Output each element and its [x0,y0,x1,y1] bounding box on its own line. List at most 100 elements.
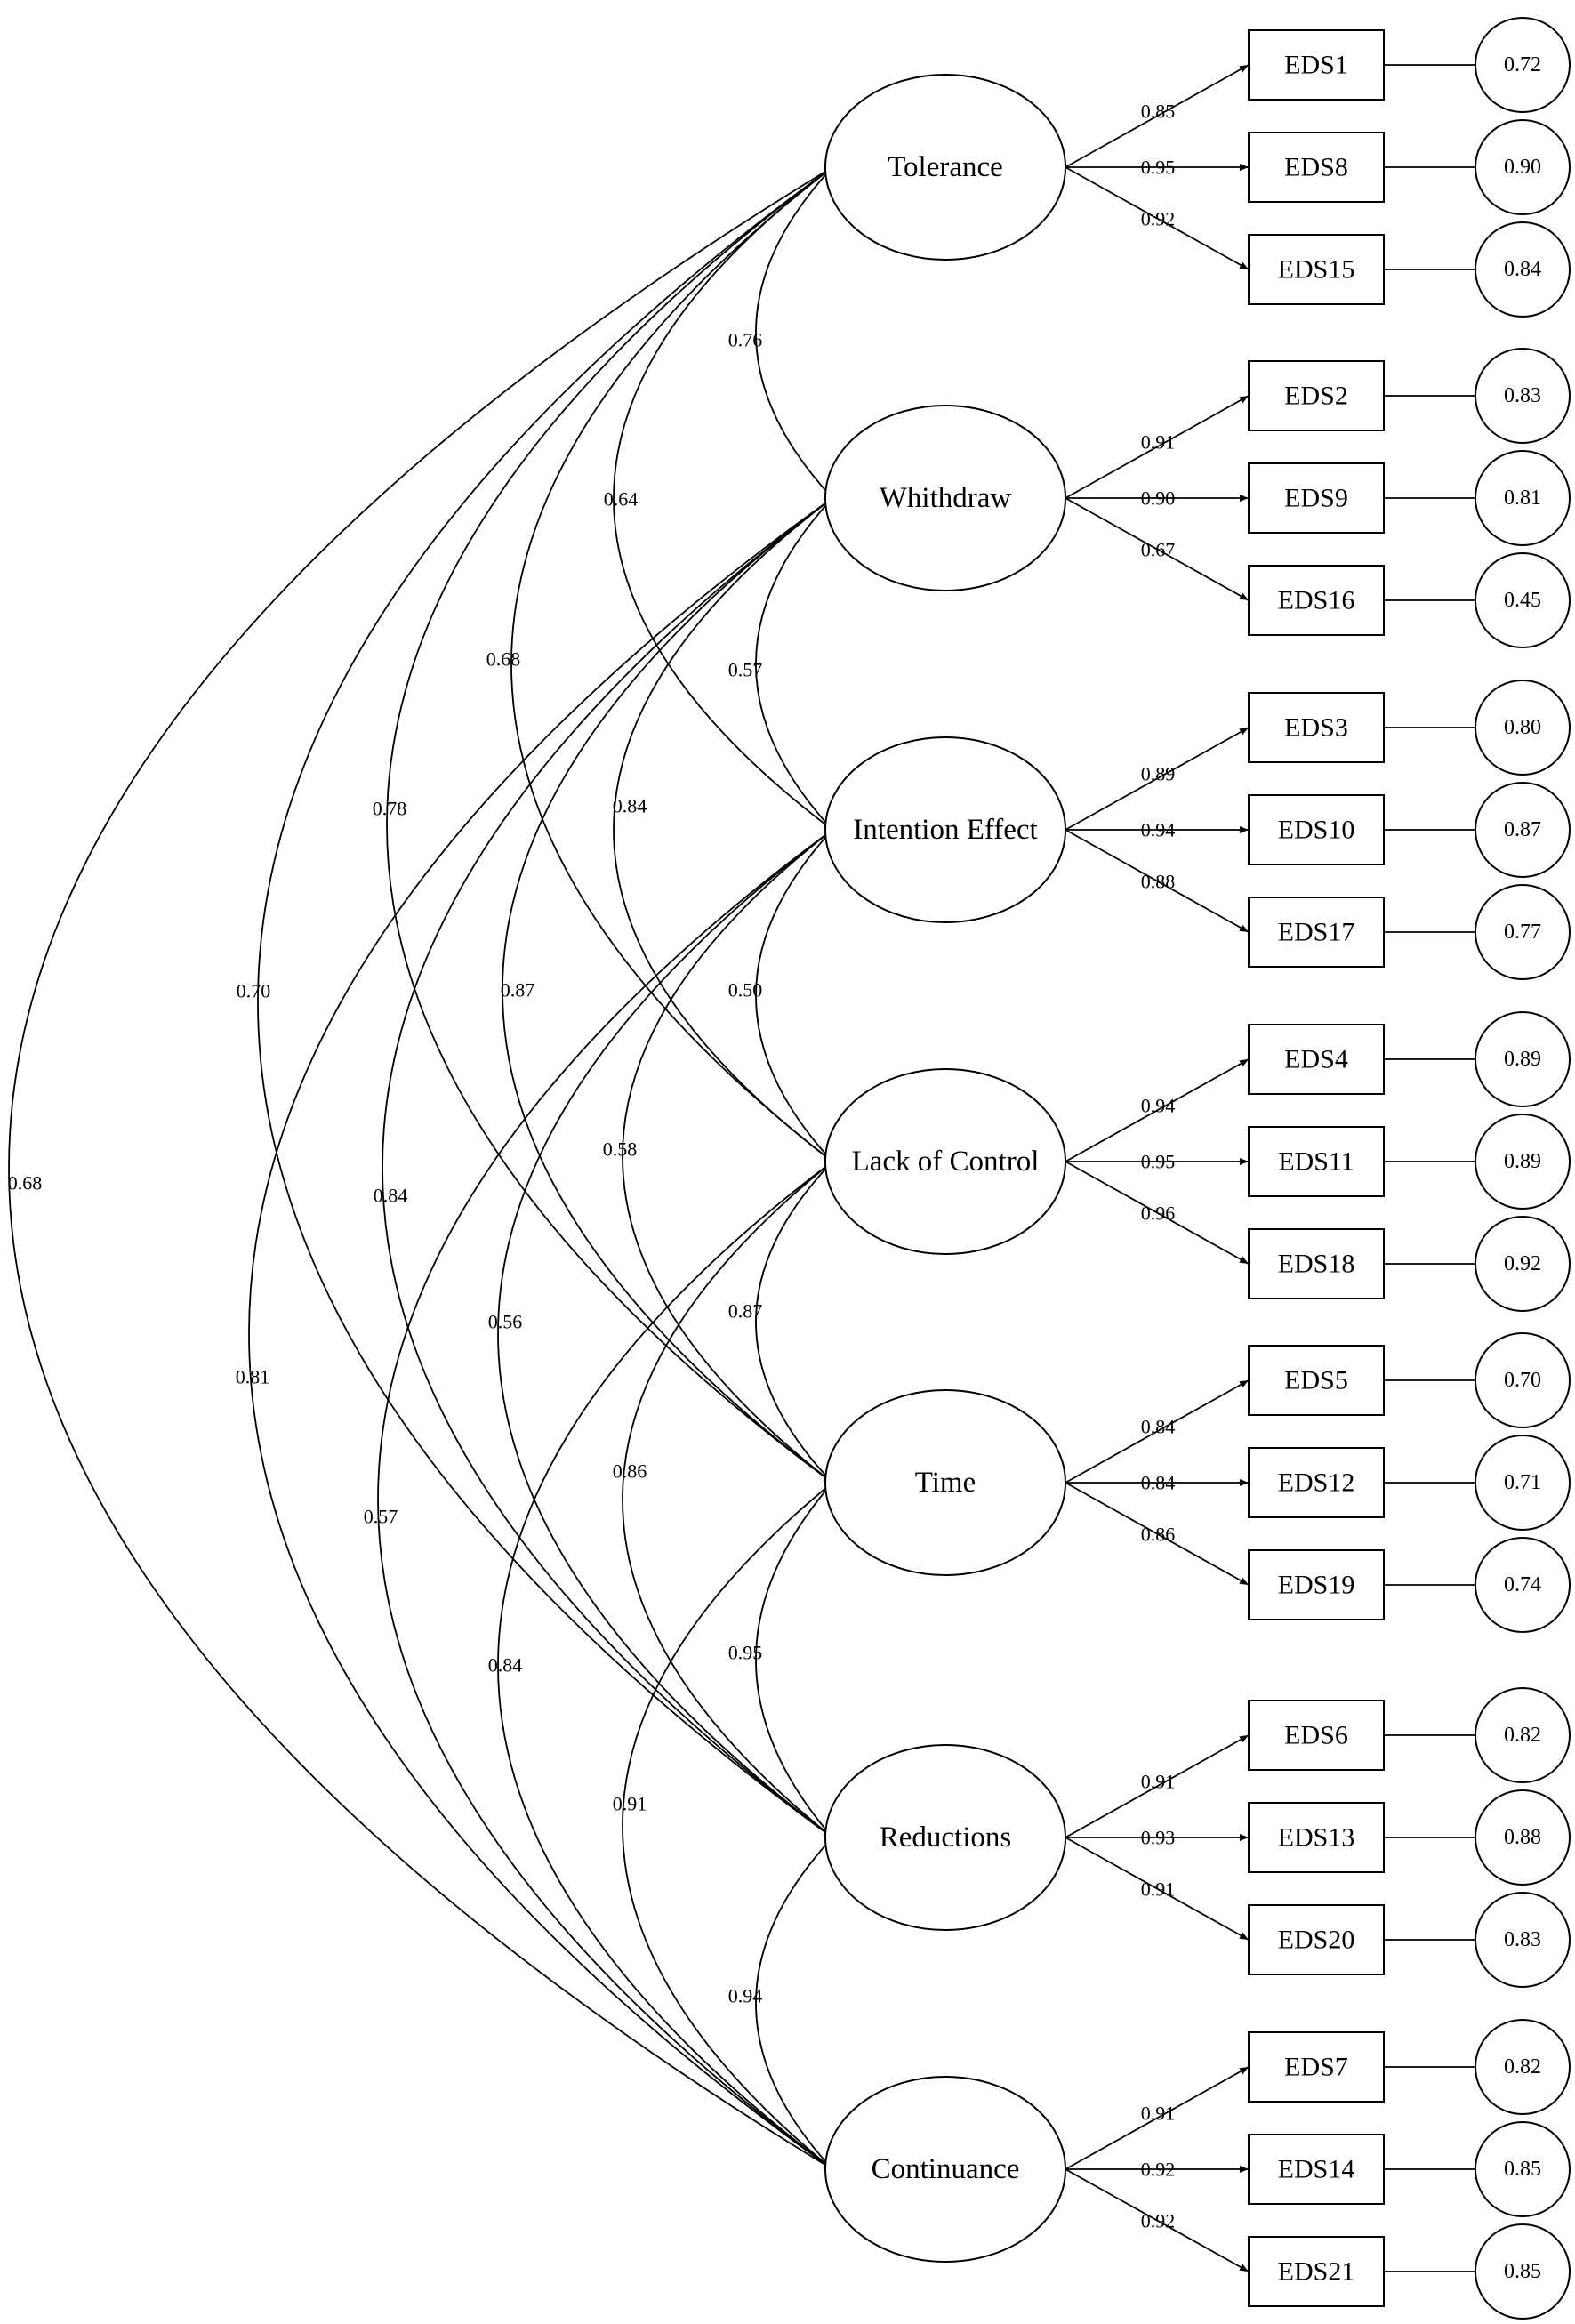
error-value: 0.88 [1504,1826,1541,1849]
indicator-box [1248,132,1385,203]
loading-path [1065,1482,1250,1586]
loading-path [1065,1837,1250,1941]
error-circle [1475,1687,1571,1783]
indicator-label: EDS14 [1278,2155,1355,2184]
error-value: 0.85 [1504,2158,1541,2181]
latent-factor-ellipse [824,736,1066,923]
error-circle [1475,552,1571,648]
correlation-curve [377,821,842,2170]
indicator-box [1248,462,1385,534]
correlation-curve [622,1153,842,1838]
correlation-curve [502,489,842,1484]
indicator-label: EDS6 [1284,1721,1348,1750]
model-nodes [824,17,1571,2320]
correlation-curve [497,1153,842,2170]
correlation-curve [755,1473,841,1838]
correlation-curve [510,158,842,1162]
error-value: 0.70 [1504,1369,1541,1392]
error-circle [1475,1789,1571,1886]
error-circle [1475,1892,1571,1988]
indicator-box [1248,1904,1385,1975]
error-circle [1475,782,1571,878]
error-value: 0.80 [1504,716,1541,739]
indicator-label: EDS2 [1284,382,1348,411]
correlation-coefficient: 0.57 [364,1506,398,1528]
correlation-coefficient: 0.81 [236,1366,270,1388]
latent-factor-label: Whithdraw [880,482,1012,514]
factor-loading: 0.67 [1141,539,1176,561]
error-value: 0.77 [1504,921,1541,944]
error-value: 0.72 [1504,53,1541,76]
correlation-coefficient: 0.84 [613,795,647,817]
indicator-box [1248,1126,1385,1197]
indicator-box [1248,897,1385,968]
error-circle [1475,119,1571,215]
correlation-coefficient: 0.94 [728,1985,763,2007]
factor-loading: 0.91 [1141,1878,1176,1901]
correlation-curve [755,157,841,499]
factor-loading: 0.95 [1141,157,1176,179]
error-value: 0.81 [1504,487,1541,510]
indicator-label: EDS18 [1278,1250,1355,1279]
correlation-curve [622,821,842,1484]
factor-loading: 0.89 [1141,763,1176,785]
indicator-label: EDS16 [1278,586,1355,615]
factor-loading: 0.96 [1141,1202,1176,1225]
correlation-curve [622,1474,842,2170]
indicator-box [1248,1802,1385,1873]
correlation-curve [755,1828,841,2170]
correlation-coefficient: 0.87 [728,1300,763,1323]
correlation-coefficient: 0.50 [728,979,763,1001]
error-value: 0.89 [1504,1150,1541,1173]
latent-factor-label: Intention Effect [853,814,1037,846]
error-value: 0.45 [1504,589,1541,612]
error-circle [1475,17,1571,113]
correlation-curve [8,159,842,2170]
correlation-coefficient: 0.68 [486,648,521,671]
latent-factor-label: Reductions [880,1821,1011,1854]
error-circle [1475,348,1571,444]
indicator-label: EDS17 [1278,918,1355,947]
correlation-curve [386,158,842,1484]
correlation-coefficient: 0.64 [604,488,639,511]
error-circle [1475,1435,1571,1531]
correlation-coefficient: 0.68 [8,1172,43,1194]
correlation-coefficient: 0.87 [501,979,535,1001]
loading-path [1065,1734,1250,1838]
factor-loading: 0.91 [1141,431,1176,454]
error-value: 0.92 [1504,1252,1541,1275]
indicator-label: EDS12 [1278,1468,1355,1498]
factor-loading: 0.88 [1141,871,1176,893]
indicator-box [1248,1024,1385,1095]
indicator-label: EDS1 [1284,51,1348,80]
indicator-box [1248,565,1385,636]
latent-factor-label: Time [915,1467,976,1499]
factor-loading: 0.92 [1141,2159,1176,2181]
correlation-curve [257,158,842,1838]
correlation-coefficient: 0.58 [603,1138,638,1161]
correlation-coefficient: 0.57 [728,659,763,681]
error-value: 0.83 [1504,1928,1541,1951]
error-value: 0.71 [1504,1471,1541,1494]
error-value: 0.82 [1504,1724,1541,1747]
loading-paths [1065,64,1475,2272]
correlation-coefficient: 0.70 [237,980,271,1002]
error-circle [1475,1011,1571,1107]
indicator-label: EDS5 [1284,1366,1348,1395]
indicator-label: EDS19 [1278,1571,1355,1600]
latent-factor-ellipse [824,74,1066,261]
factor-loading: 0.93 [1141,1827,1176,1849]
indicator-box [1248,1700,1385,1771]
error-value: 0.87 [1504,818,1541,841]
indicator-box [1248,2031,1385,2103]
factor-loading: 0.91 [1141,1771,1176,1793]
indicator-box [1248,1228,1385,1299]
latent-factor-label: Tolerance [888,151,1003,183]
indicator-box [1248,29,1385,101]
factor-loading: 0.92 [1141,2210,1176,2232]
correlation-curve [497,821,842,1838]
indicator-label: EDS4 [1284,1045,1348,1074]
indicator-label: EDS15 [1278,255,1355,285]
correlation-curve [382,489,842,1838]
indicator-label: EDS9 [1284,484,1348,513]
